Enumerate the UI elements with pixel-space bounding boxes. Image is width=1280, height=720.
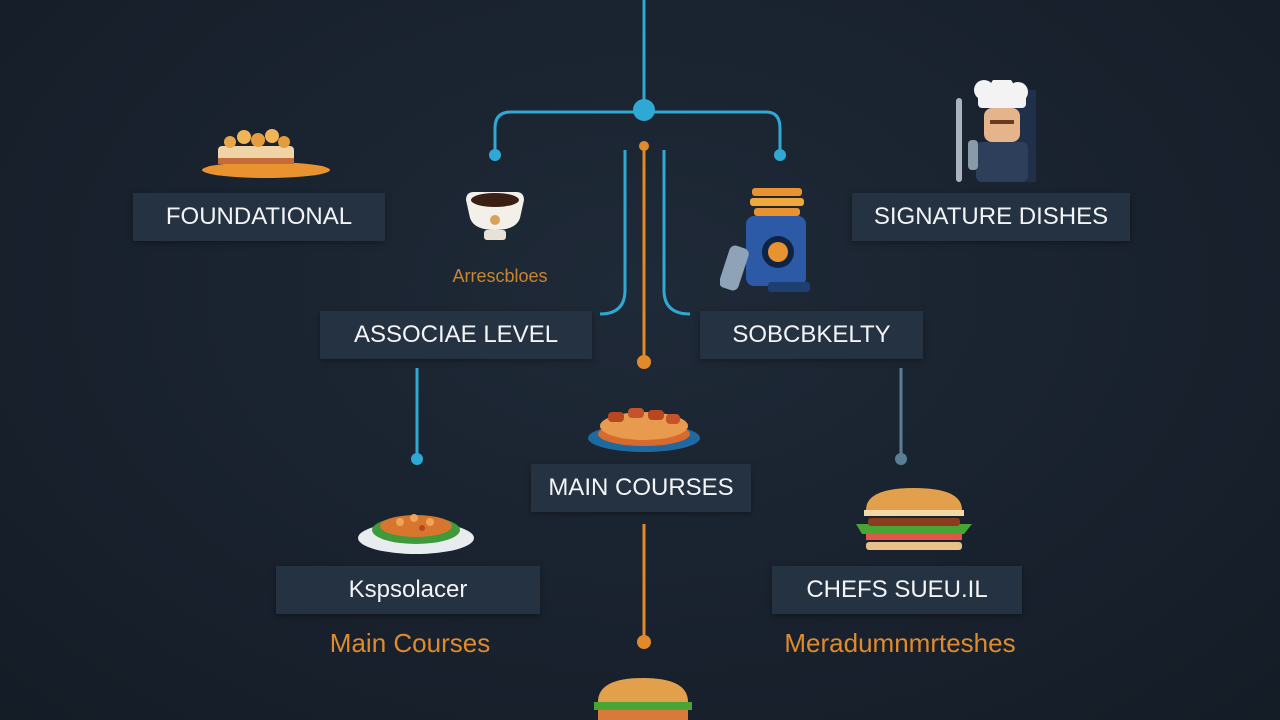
- caption-small-center-left: Arrescbloes: [452, 266, 548, 286]
- node-specialty: SOBCBKELTY: [700, 311, 923, 359]
- salad-plate-icon: [358, 514, 474, 554]
- stand-mixer-icon: [720, 188, 810, 292]
- node-signature-dishes-label: SIGNATURE DISHES: [873, 203, 1109, 230]
- node-main-courses: MAIN COURSES: [531, 464, 751, 512]
- roast-platter-icon: [588, 408, 700, 452]
- caption-bottom-right: Meradumnmrteshes: [784, 628, 1016, 658]
- pie-dish-icon: [202, 129, 330, 178]
- node-chefs: CHEFS SUEU.IL: [772, 566, 1022, 614]
- node-bottom-left-label: Kspsolacer: [348, 576, 468, 603]
- node-bottom-left: Kspsolacer: [276, 566, 540, 614]
- caption-bottom-left: Main Courses: [329, 628, 491, 658]
- node-foundational-label: FOUNDATIONAL: [165, 203, 353, 230]
- node-signature-dishes: SIGNATURE DISHES: [852, 193, 1130, 241]
- sandwich-icon: [594, 678, 692, 720]
- coffee-cup-icon: [466, 192, 524, 240]
- node-specialty-label: SOBCBKELTY: [732, 321, 891, 348]
- node-main-courses-label: MAIN COURSES: [548, 474, 734, 501]
- node-associate-level: ASSOCIAE LEVEL: [320, 311, 592, 359]
- node-associate-level-label: ASSOCIAE LEVEL: [353, 321, 559, 348]
- node-foundational: FOUNDATIONAL: [133, 193, 385, 241]
- chef-icon: [956, 80, 1036, 182]
- node-chefs-label: CHEFS SUEU.IL: [806, 576, 988, 603]
- burger-icon: [856, 488, 972, 550]
